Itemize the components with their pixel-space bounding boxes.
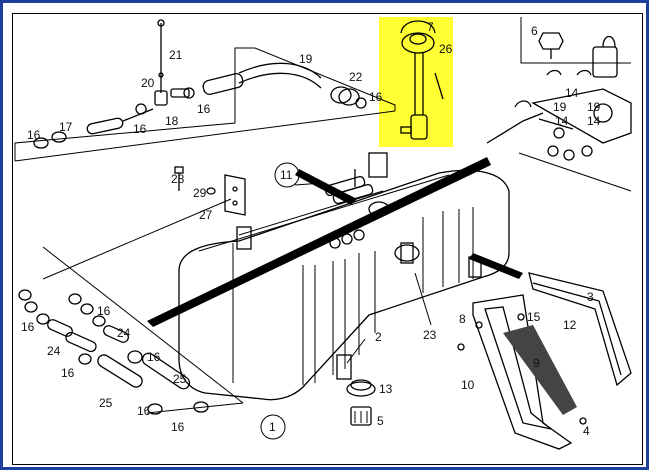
diagram-border: [12, 13, 643, 465]
label-16: 16: [97, 304, 111, 318]
label-25: 25: [99, 396, 113, 410]
label-16: 16: [21, 320, 35, 334]
label-16: 16: [61, 366, 75, 380]
label-12: 12: [563, 318, 577, 332]
label-15: 15: [527, 310, 541, 324]
label-26: 26: [439, 42, 453, 56]
fuel-level-sender: [400, 20, 444, 140]
label-7: 7: [427, 20, 434, 34]
label-1: 1: [269, 420, 276, 434]
label-22: 22: [349, 70, 363, 84]
label-24: 24: [47, 344, 61, 358]
label-16: 16: [133, 122, 147, 136]
label-14: 14: [587, 114, 601, 128]
label-14: 14: [565, 86, 579, 100]
fuel-line-inset-parts: [33, 19, 367, 149]
callout-circle-1: [260, 414, 286, 440]
label-25: 25: [173, 372, 187, 386]
label-19: 19: [553, 100, 567, 114]
label-23: 23: [423, 328, 437, 342]
label-13: 13: [379, 382, 393, 396]
label-14: 14: [555, 114, 569, 128]
filler-cap: [538, 32, 564, 59]
label-20: 20: [141, 76, 155, 90]
callout-circle-11: [274, 162, 300, 188]
label-3: 3: [587, 290, 594, 304]
right-mounting-inset: [486, 17, 632, 192]
label-28: 28: [171, 172, 185, 186]
label-8: 8: [459, 312, 466, 326]
label-19: 19: [587, 100, 601, 114]
fuel-tank-exploded-diagram: 21 20 18 16 16 17 16 19 22 16 7 26 6 14 …: [14, 17, 632, 450]
label-6: 6: [531, 24, 538, 38]
label-16: 16: [27, 128, 41, 142]
lower-hose-parts: [18, 289, 209, 415]
label-2: 2: [375, 330, 382, 344]
label-16: 16: [171, 420, 185, 434]
label-17: 17: [59, 120, 73, 134]
label-24: 24: [117, 326, 131, 340]
label-18: 18: [165, 114, 179, 128]
label-16: 16: [137, 404, 151, 418]
filler-neck-parts: [346, 379, 376, 426]
label-10: 10: [461, 378, 475, 392]
lower-right-bracket: [457, 272, 632, 450]
label-9: 9: [533, 356, 540, 370]
highlight-sender-unit: [379, 17, 453, 147]
label-29: 29: [193, 186, 207, 200]
label-21: 21: [169, 48, 183, 62]
label-19: 19: [299, 52, 313, 66]
label-5: 5: [377, 414, 384, 428]
label-27: 27: [199, 208, 213, 222]
callout-labels: 21 20 18 16 16 17 16 19 22 16 7 26 6 14 …: [21, 20, 601, 440]
label-16: 16: [197, 102, 211, 116]
label-4: 4: [583, 424, 590, 438]
fuel-line-inset-outline: [14, 47, 396, 162]
bracket-hardware: [174, 166, 246, 216]
label-16: 16: [369, 90, 383, 104]
fuel-tank: [178, 152, 510, 401]
label-16: 16: [147, 350, 161, 364]
callout-leaders: [42, 182, 432, 414]
tank-straps: [147, 157, 523, 327]
label-11: 11: [280, 168, 293, 182]
